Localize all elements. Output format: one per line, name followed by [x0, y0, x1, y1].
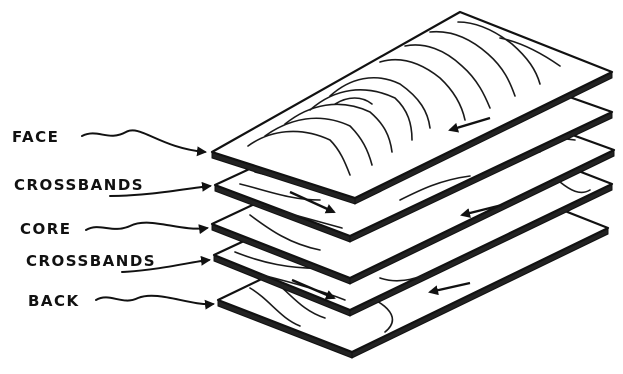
label-core: CORE [20, 220, 72, 238]
label-back-group: BACK [28, 292, 213, 310]
label-crossbands-top-group: CROSSBANDS [14, 176, 210, 196]
face-leader-arrow [82, 130, 205, 152]
back-leader-arrow [96, 296, 213, 304]
label-back: BACK [28, 292, 80, 310]
core-leader-arrow [86, 223, 207, 230]
label-face-group: FACE [12, 128, 205, 152]
label-crossbands-bottom: CROSSBANDS [26, 252, 156, 270]
label-face: FACE [12, 128, 59, 146]
label-core-group: CORE [20, 220, 207, 238]
label-crossbands-top: CROSSBANDS [14, 176, 144, 194]
label-crossbands-bottom-group: CROSSBANDS [26, 252, 209, 272]
